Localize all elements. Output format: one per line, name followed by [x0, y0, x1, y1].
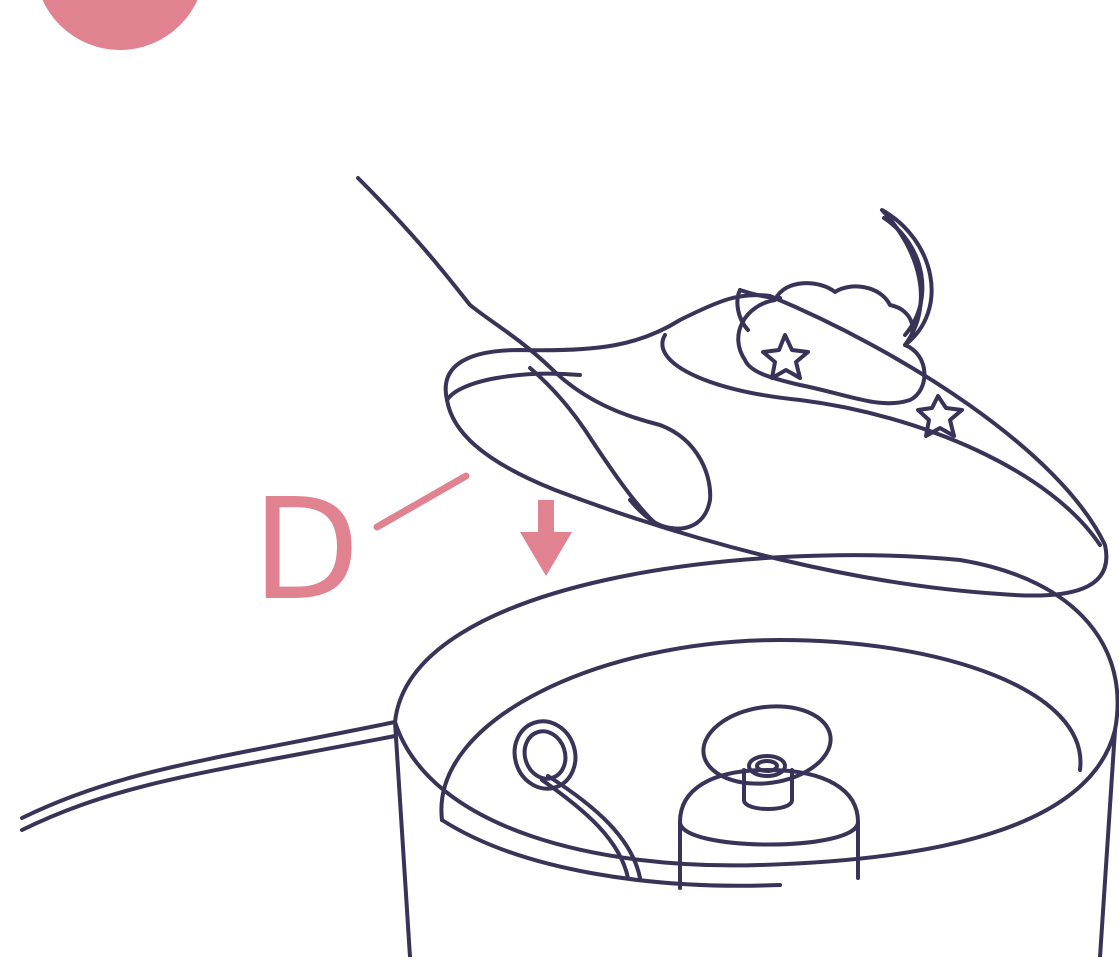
callout-label: D	[252, 469, 360, 632]
arrow-down-icon	[520, 500, 572, 576]
callout-leader-line	[377, 476, 466, 527]
humidifier-base	[395, 555, 1118, 957]
callout: D	[252, 469, 572, 632]
step-badge	[35, 0, 205, 50]
hand	[358, 178, 710, 529]
lid-decoration	[737, 210, 962, 436]
star-icon	[763, 335, 808, 378]
